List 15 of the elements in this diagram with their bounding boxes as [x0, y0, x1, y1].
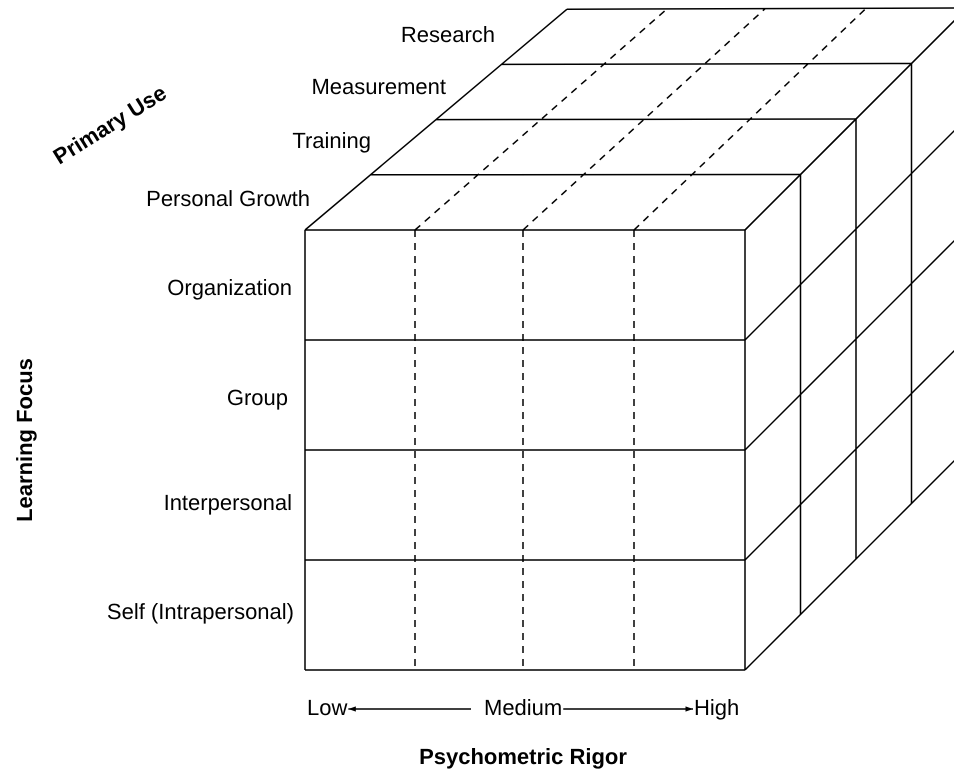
scale-label: Medium [483, 695, 564, 721]
axis-title: Psychometric Rigor [419, 746, 627, 768]
scale-arrow [348, 706, 471, 712]
axis-title: Learning Focus [14, 358, 36, 522]
axis-category-label: Personal Growth [146, 188, 310, 210]
axis-category-label: Organization [167, 277, 292, 299]
axis-category-label: Self (Intrapersonal) [106, 601, 294, 623]
scale-arrow [563, 706, 693, 712]
scale-label: Low [306, 695, 348, 721]
scale-label: High [693, 695, 740, 721]
axis-category-label: Research [400, 24, 495, 46]
axis-category-label: Measurement [311, 76, 446, 98]
axis-category-label: Interpersonal [164, 492, 292, 514]
axis-category-label: Group [226, 387, 288, 409]
axis-category-label: Training [292, 130, 371, 152]
